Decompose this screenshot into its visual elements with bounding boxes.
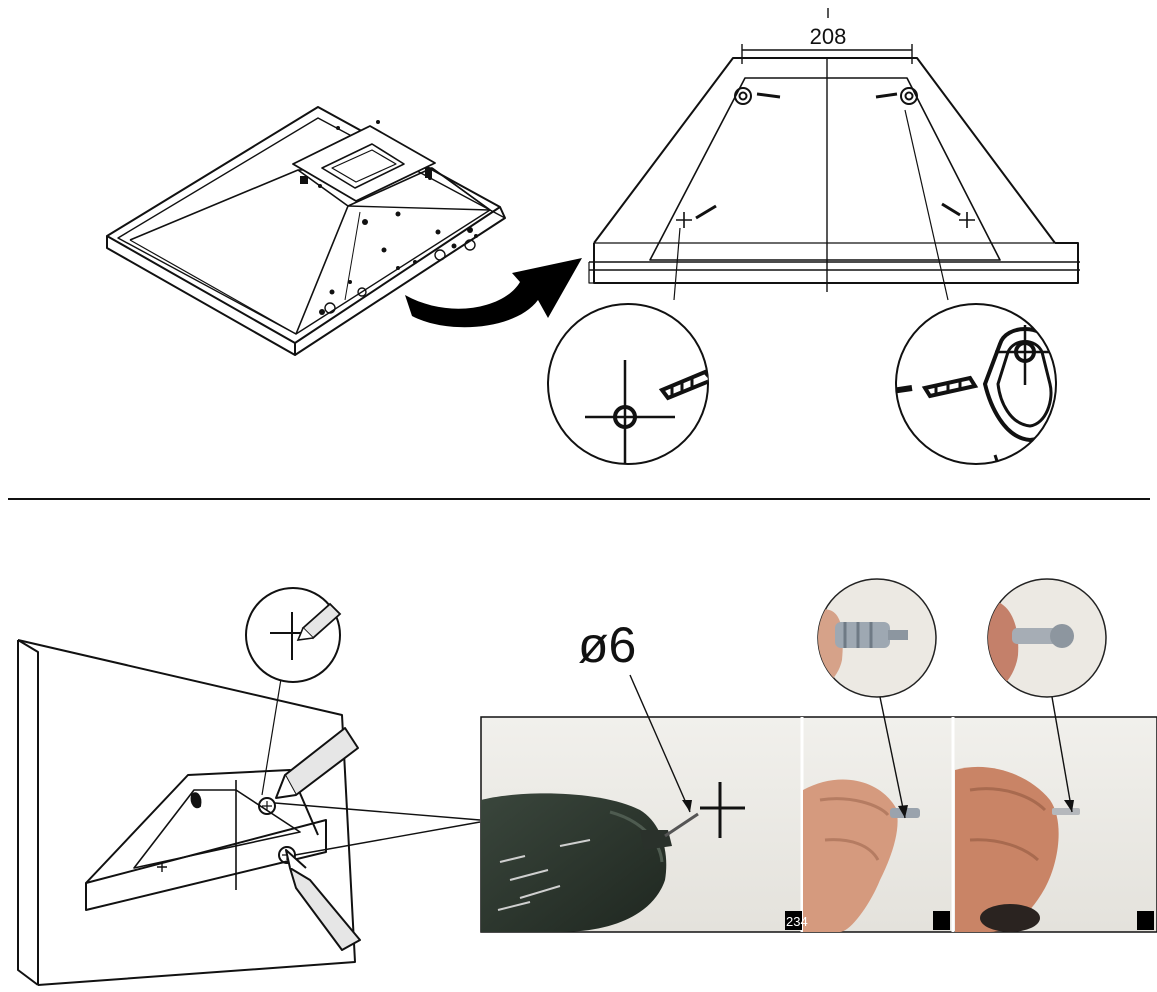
curved-arrow-icon: [405, 258, 582, 328]
drill-diameter-label: ø6: [578, 617, 636, 673]
magnifier-screw: [987, 578, 1107, 698]
magnifier-keyhole-detail: [895, 303, 1057, 465]
dimension-label: 208: [810, 24, 847, 49]
hand-photo-screw: [955, 766, 1080, 932]
leader-line: [629, 674, 691, 813]
leader-line: [879, 696, 906, 819]
drilling-photo-strip: 234: [480, 716, 1157, 933]
hood-isometric: [106, 106, 506, 356]
hand-photo-plug: [803, 779, 920, 932]
photo-counter-label: 234: [786, 914, 808, 929]
magnifier-crosshair-detail: [547, 303, 709, 465]
leader-line: [1051, 696, 1073, 813]
hood-front-view: [588, 8, 1080, 301]
wall-template-drawing: [17, 623, 481, 986]
magnifier-wall-plug: [817, 578, 937, 698]
drill-photo: [481, 782, 745, 932]
magnifier-pencil-mark: [245, 587, 342, 683]
